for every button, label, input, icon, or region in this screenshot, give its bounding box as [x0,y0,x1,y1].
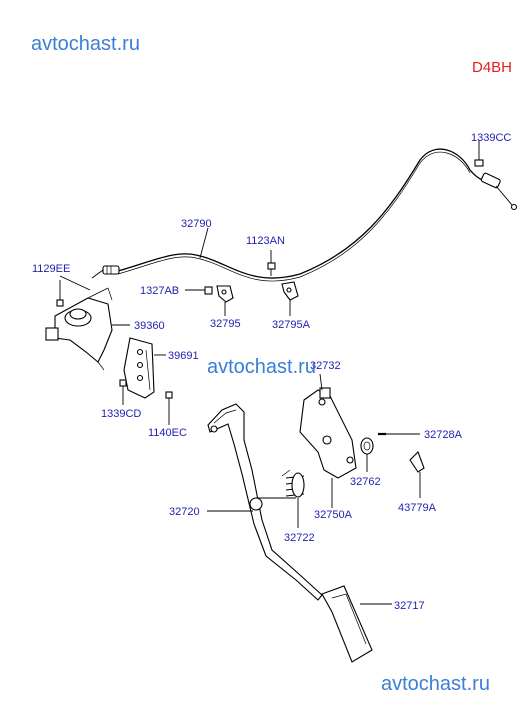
label-32728a: 32728A [424,429,463,441]
bracket-plate-39691 [123,337,166,399]
label-1327ab: 1327AB [140,285,179,297]
cable-end-left [91,265,120,279]
bolt-1123an [267,250,276,276]
label-32750a: 32750A [314,509,353,521]
nut-1327ab [185,286,213,295]
watermark-top: avtochast.ru [31,33,140,55]
label-39360: 39360 [134,320,165,332]
diagram-code: D4BH [472,59,513,76]
bracket-32795 [216,285,234,316]
label-32717: 32717 [394,600,425,612]
cable-end-right [480,172,518,211]
label-1140ec: 1140EC [148,427,187,439]
label-1123an: 1123AN [246,235,285,247]
pedal-pad-32717 [321,585,392,663]
accelerator-cable [117,148,496,279]
bracket-assembly-39360 [45,287,130,371]
label-32732: 32732 [310,360,341,372]
clip-1339cc [474,148,484,167]
bracket-32795a [281,281,299,316]
bolt-1339cd [119,379,127,405]
label-43779a: 43779A [398,502,437,514]
label-32720: 32720 [169,506,200,518]
label-32722: 32722 [284,532,315,544]
label-39691: 39691 [168,350,199,362]
label-32790: 32790 [181,218,212,230]
label-32795a: 32795A [272,319,311,331]
label-1129ee: 1129EE [32,263,70,275]
spring-32722 [281,469,305,528]
cable-inner-line [117,151,471,282]
label-1339cc: 1339CC [471,132,511,144]
label-32795: 32795 [210,318,241,330]
watermark-middle: avtochast.ru [207,356,316,378]
watermark-bottom: avtochast.ru [381,673,490,695]
clip-43779a [409,451,425,498]
label-32762: 32762 [350,476,381,488]
bolt-1140ec [165,391,173,425]
bolt-1129ee [56,275,91,307]
label-1339cd: 1339CD [101,408,141,420]
pedal-bracket-32750a [299,373,357,508]
bushing-32762 [360,437,374,472]
